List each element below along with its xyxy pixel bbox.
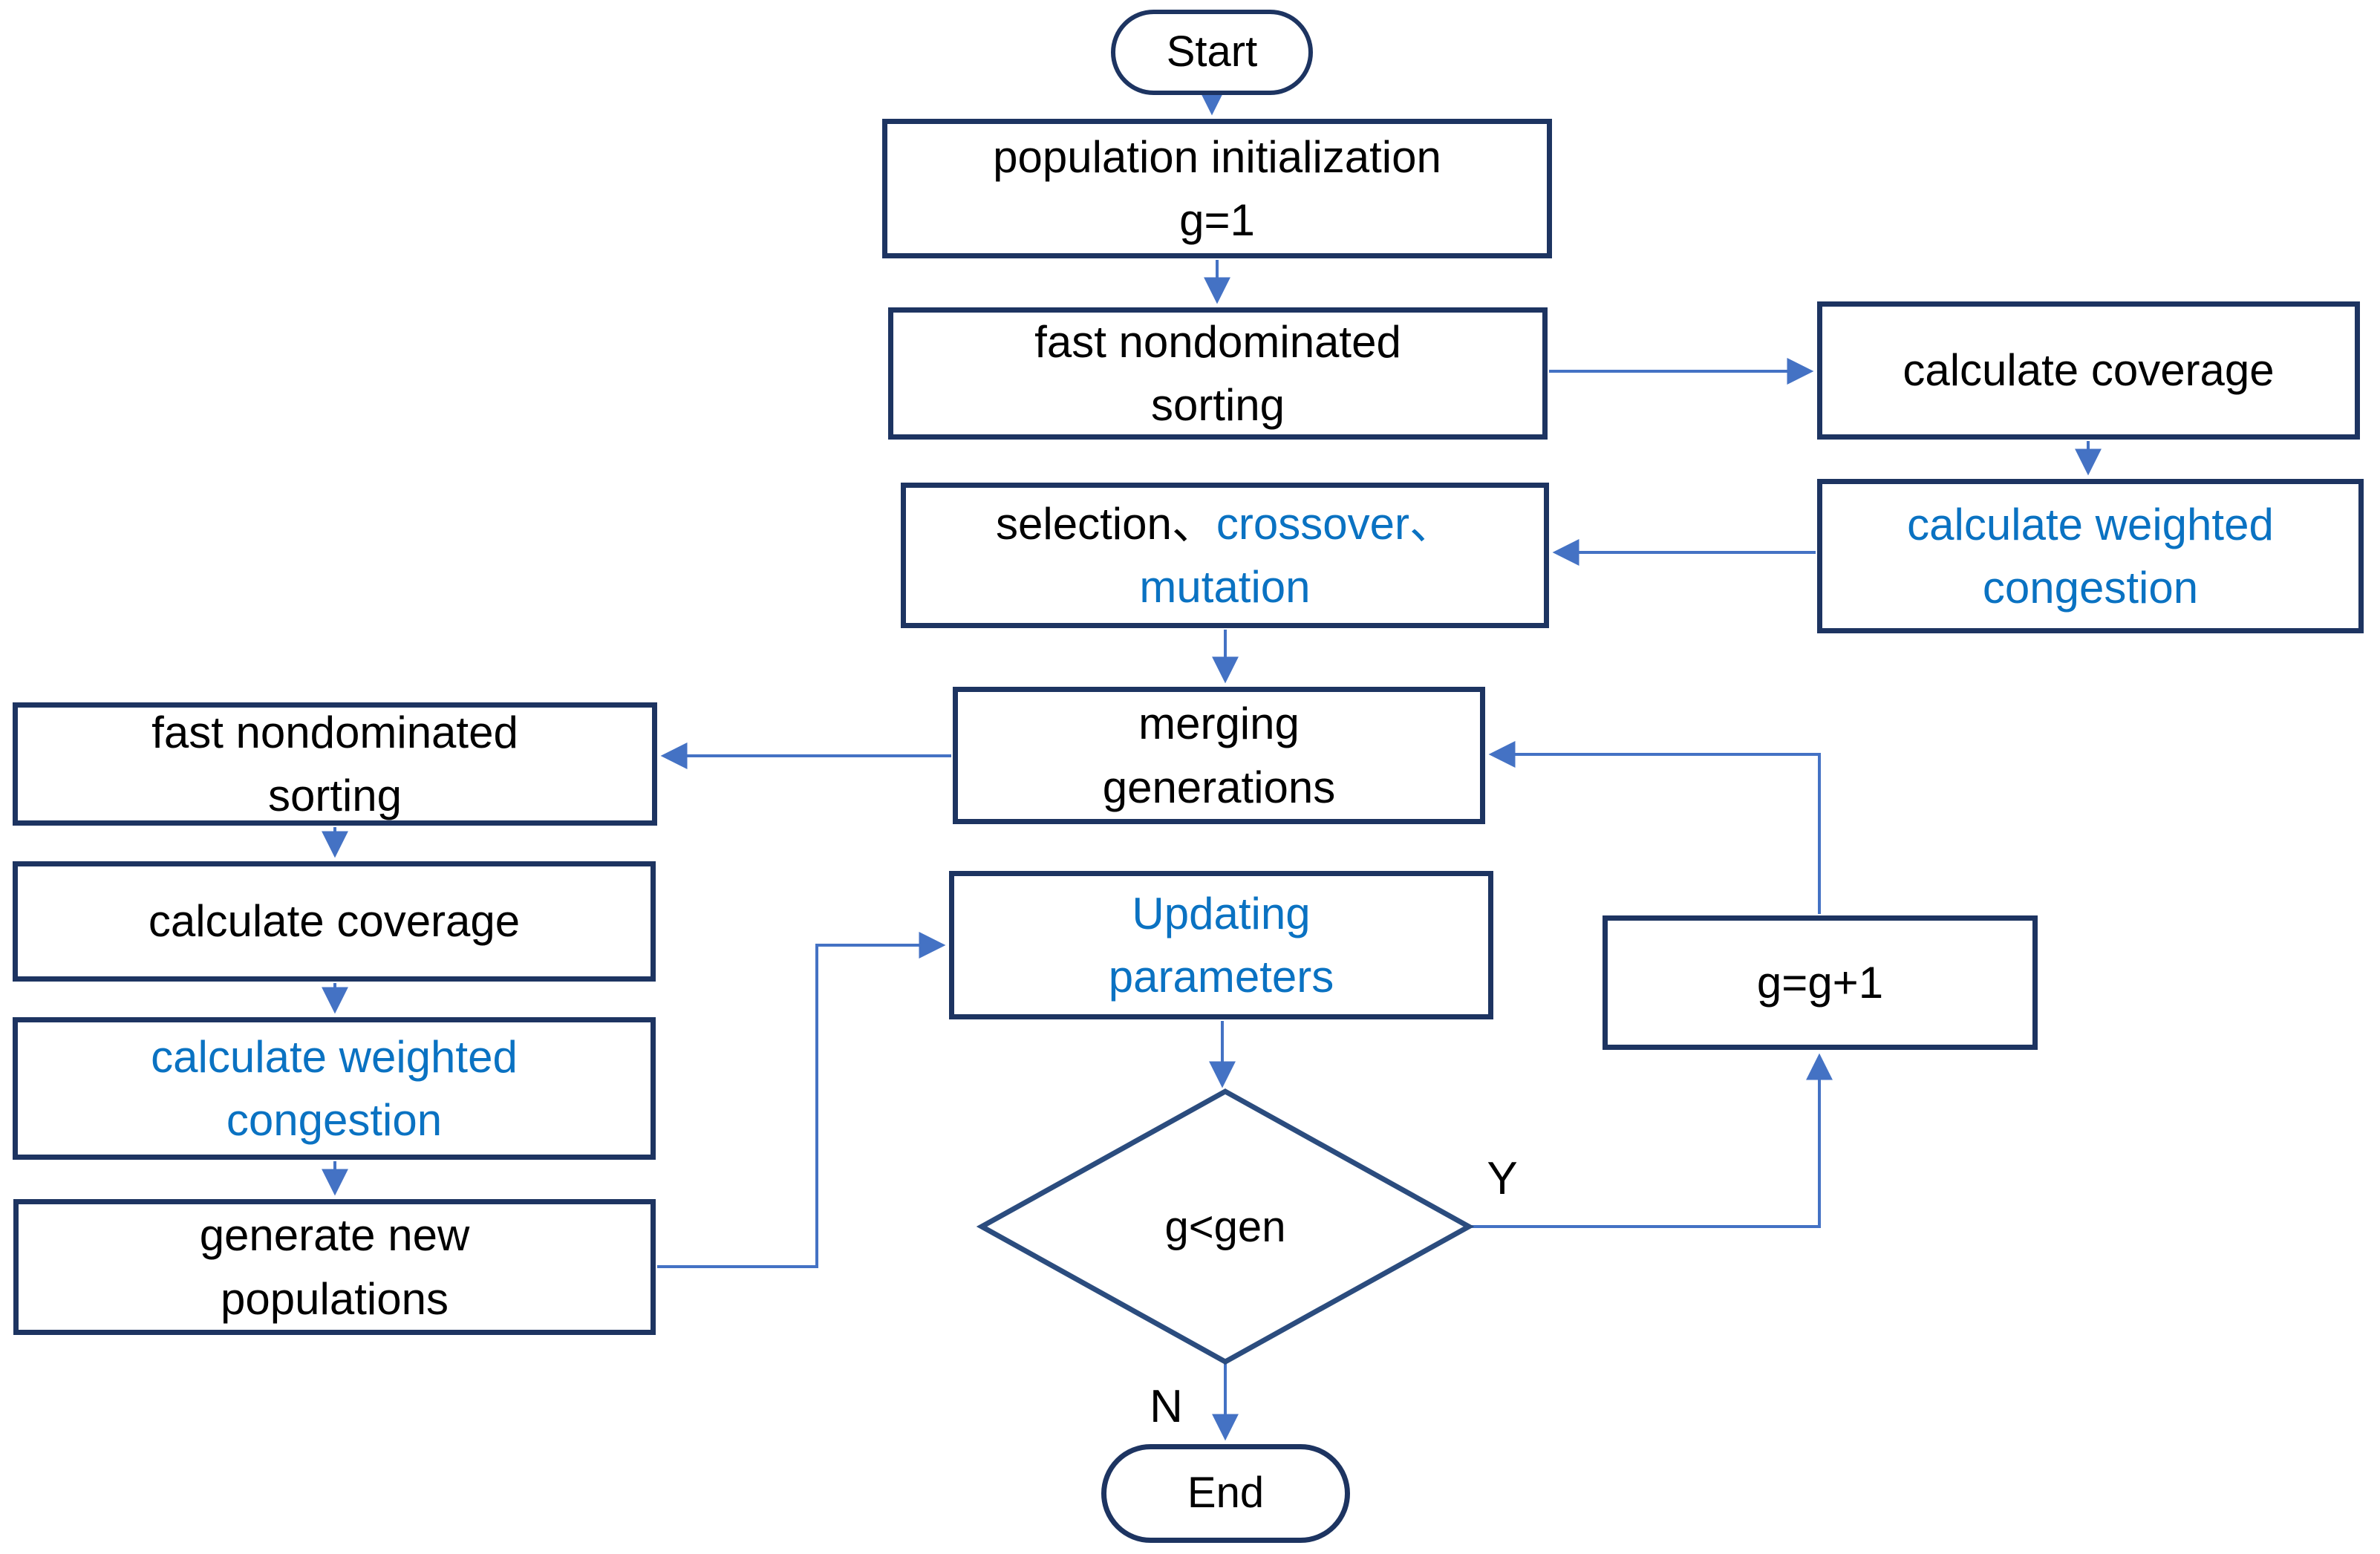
arrow-generate-populations-to-updating-parameters <box>657 932 946 1268</box>
fast-nondominated-sorting-top-node: fast nondominated sorting <box>888 307 1548 440</box>
start-label: Start <box>1166 27 1258 76</box>
updating-parameters-node: Updating parameters <box>949 871 1493 1019</box>
fast-sorting-top-line1: fast nondominated <box>1034 316 1401 367</box>
increment-generation-node: g=g+1 <box>1603 915 2038 1050</box>
mutation-segment: mutation <box>1139 562 1311 612</box>
calculate-weighted-congestion-right-node: calculate weighted congestion <box>1817 479 2364 633</box>
end-label: End <box>1187 1469 1265 1518</box>
crossover-segment: crossover、 <box>1216 498 1454 549</box>
calculate-coverage-right-node: calculate coverage <box>1817 301 2360 440</box>
calculate-coverage-left-node: calculate coverage <box>13 861 656 982</box>
merging-generations-line1: merging <box>1138 699 1300 749</box>
generate-new-populations-line2: populations <box>221 1273 449 1324</box>
selection-crossover-line: selection、crossover、 <box>996 492 1454 555</box>
fast-sorting-left-line1: fast nondominated <box>151 707 518 757</box>
calculate-coverage-left-label: calculate coverage <box>148 896 521 947</box>
branch-label-yes: Y <box>1487 1153 1518 1204</box>
calculate-weighted-congestion-right-line2: congestion <box>1982 563 2199 613</box>
calculate-weighted-congestion-left-node: calculate weighted congestion <box>13 1017 656 1160</box>
updating-parameters-line1: Updating <box>1132 888 1311 938</box>
decision-diamond <box>976 1088 1475 1365</box>
fast-nondominated-sorting-left-node: fast nondominated sorting <box>13 702 657 826</box>
merging-generations-node: merging generations <box>953 687 1485 824</box>
calculate-weighted-congestion-right-line1: calculate weighted <box>1907 499 2274 549</box>
calculate-weighted-congestion-left-line1: calculate weighted <box>151 1031 518 1082</box>
calculate-coverage-right-label: calculate coverage <box>1903 345 2275 396</box>
selection-segment: selection、 <box>996 498 1216 549</box>
decision-label: g<gen <box>1164 1202 1286 1251</box>
generate-new-populations-line1: generate new <box>199 1210 470 1261</box>
fast-sorting-top-line2: sorting <box>1150 380 1285 430</box>
calculate-weighted-congestion-left-line2: congestion <box>226 1095 443 1145</box>
population-initialization-line2: g=1 <box>1179 195 1255 245</box>
population-initialization-line1: population initialization <box>993 131 1441 182</box>
updating-parameters-line2: parameters <box>1108 952 1334 1002</box>
arrow-increment-to-merging-generations <box>1488 741 1821 914</box>
start-node: Start <box>1111 10 1313 95</box>
generate-new-populations-node: generate new populations <box>13 1199 656 1335</box>
branch-label-no: N <box>1150 1381 1183 1432</box>
population-initialization-node: population initialization g=1 <box>882 119 1552 258</box>
arrow-decision-yes-to-increment <box>1470 1053 1833 1228</box>
increment-generation-label: g=g+1 <box>1756 957 1884 1008</box>
merging-generations-line2: generations <box>1102 762 1336 812</box>
fast-sorting-left-line2: sorting <box>267 771 402 820</box>
selection-crossover-mutation-node: selection、crossover、 mutation <box>901 483 1549 628</box>
end-node: End <box>1101 1444 1350 1543</box>
